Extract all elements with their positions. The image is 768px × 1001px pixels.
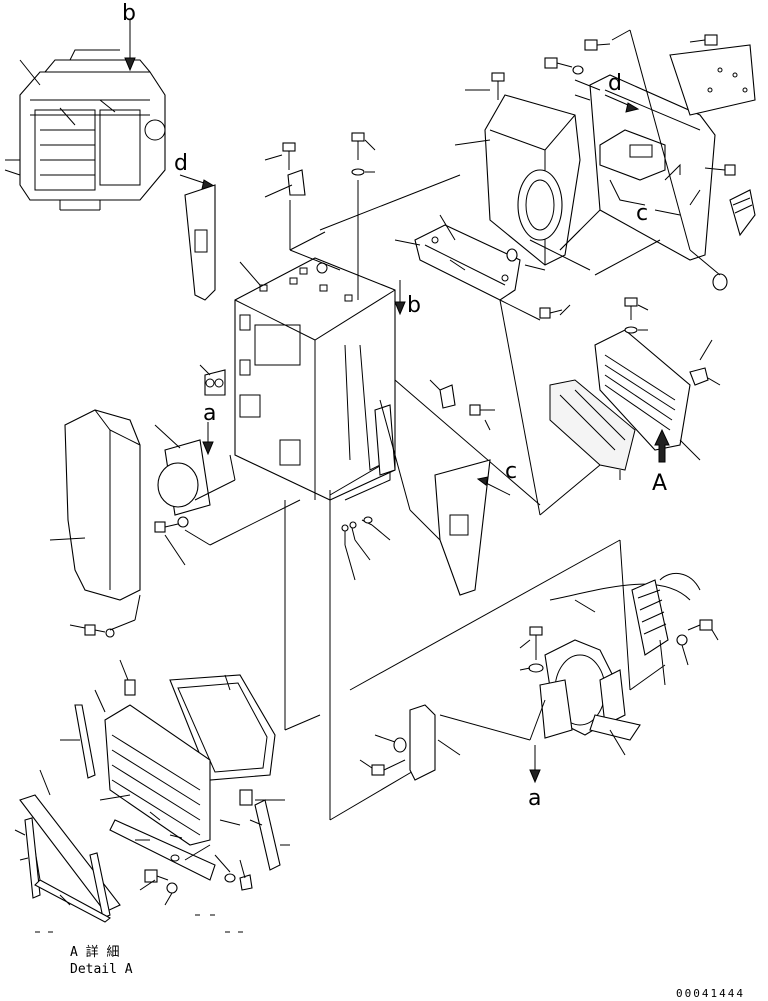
callout-a-bottom: a [528,786,541,811]
detail-caption-english: Detail A [70,962,133,977]
callout-d-right: d [608,71,622,96]
detail-caption-japanese: A 詳 細 [70,944,119,960]
bolts-top-right [544,34,736,176]
bolt-group-top [282,132,365,196]
air-conditioner-unit [4,49,166,211]
filter-small-right [631,572,701,656]
bolt-washer-right [659,619,719,686]
tray-bracket [414,224,521,301]
detail-A [19,674,281,923]
grille-assembly-right [549,329,691,471]
callout-A-view: A [652,471,667,496]
callout-a-left: a [203,401,216,426]
blower-assembly [539,583,691,741]
bolt-washer-center [154,499,301,566]
bolt-top-center [491,72,505,100]
callout-c-mid: c [505,459,517,484]
callout-c-right: c [636,201,648,226]
bolt-washer-grille [624,297,721,386]
duct-housing-top [484,94,581,266]
callout-b-mid: b [407,293,421,318]
panel-c [434,459,491,596]
main-housing [234,257,396,501]
bolt-washer-left [69,594,141,638]
bolt-washer-blower [519,626,544,673]
duct-cover-left [49,409,141,601]
callout-b-top: b [122,1,136,26]
round-duct [154,424,236,516]
spring-pins [341,516,391,581]
bracket-center-bottom [359,699,546,781]
control-box-assembly [589,44,756,291]
drawing-number: 00041444 [676,987,745,1000]
callout-d-left: d [174,151,188,176]
bolt-mid-right [539,304,571,319]
